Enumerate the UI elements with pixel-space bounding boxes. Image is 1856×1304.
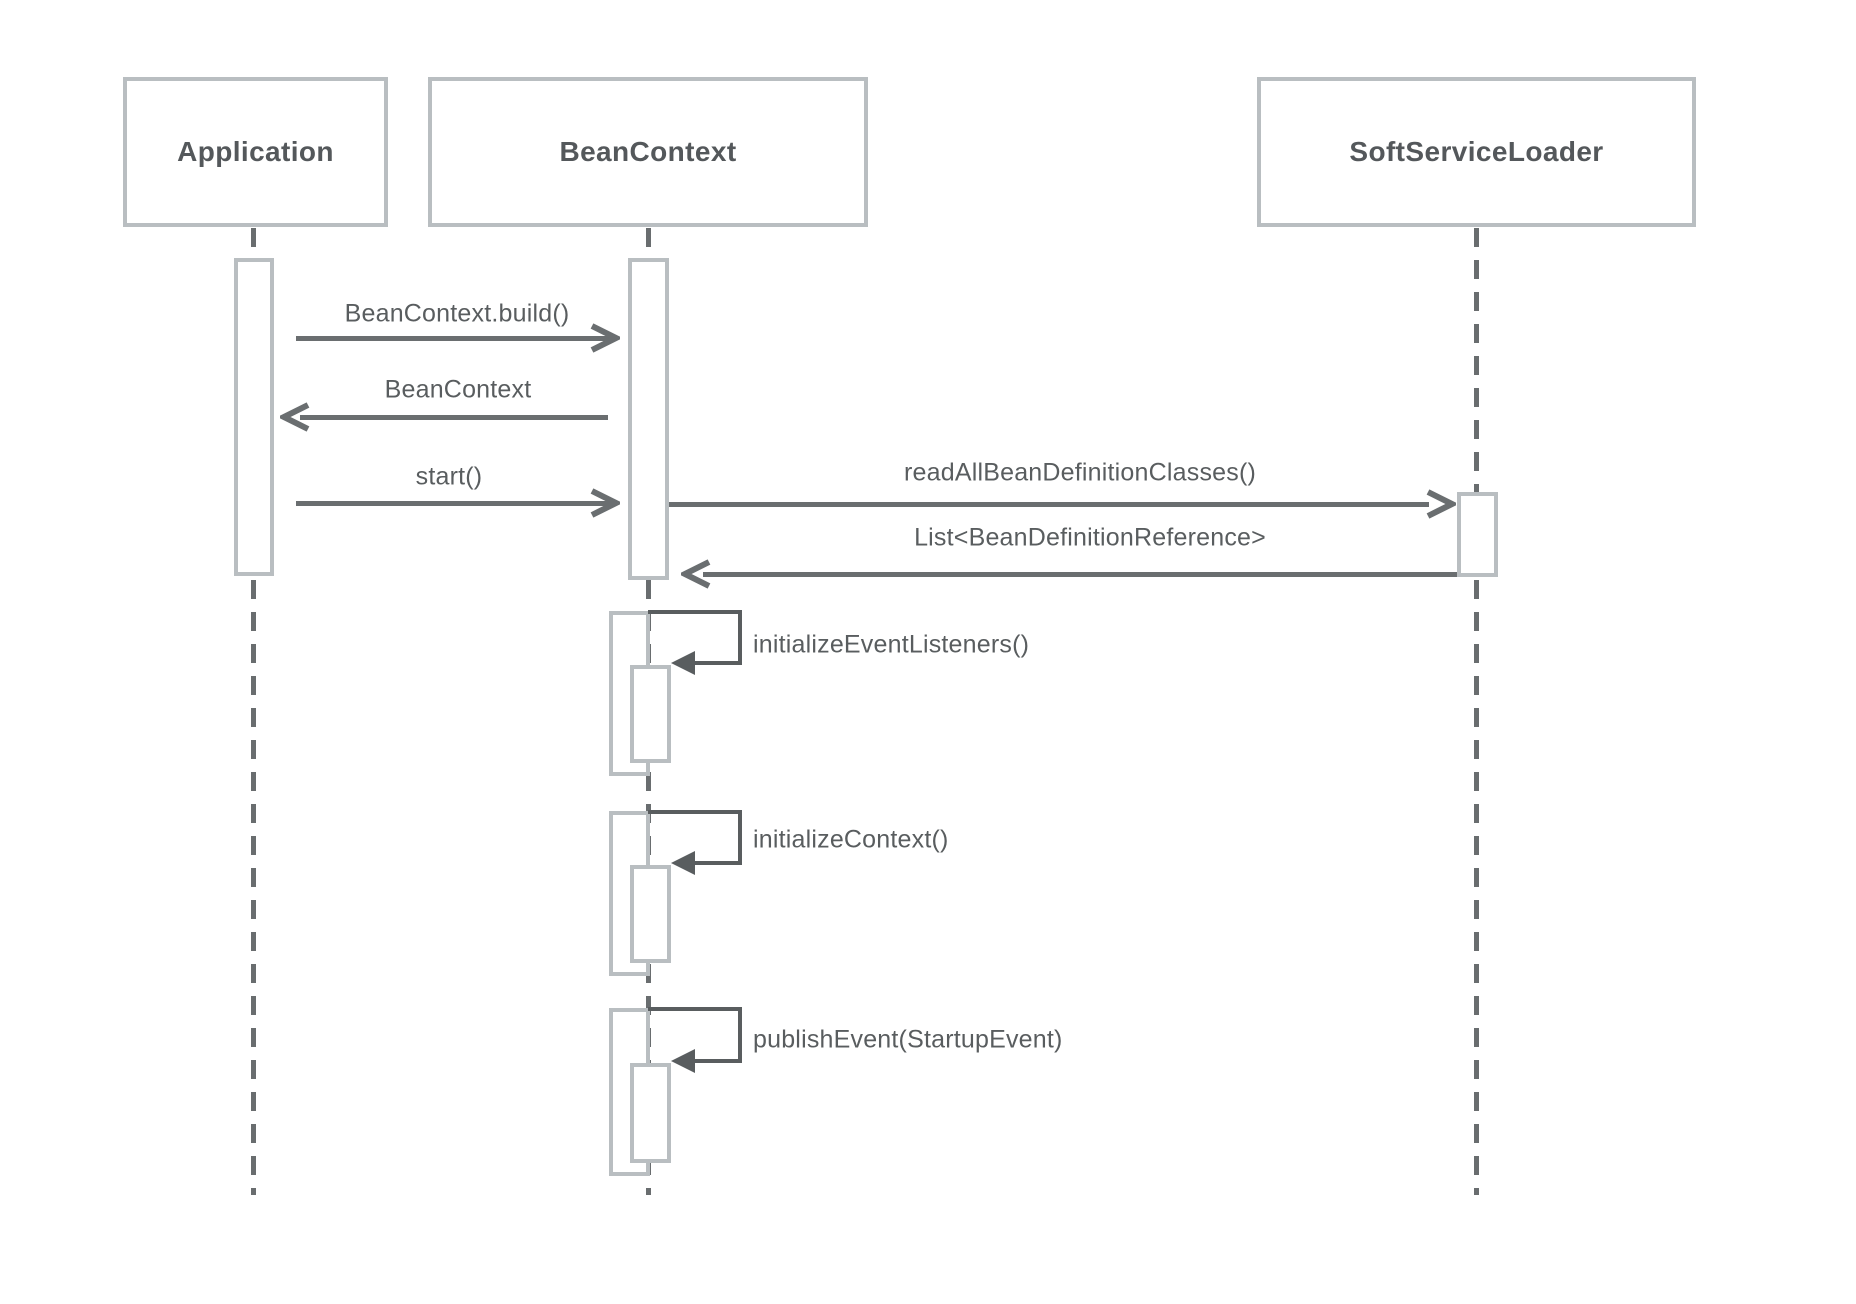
arrowhead-right-icon <box>590 323 620 353</box>
message-line-readall <box>669 502 1429 507</box>
activation-softserviceloader <box>1457 492 1498 577</box>
self-loop-bottom-1 <box>695 661 742 665</box>
self-loop-right-2 <box>738 810 742 865</box>
self-activation-inner-1 <box>630 665 671 763</box>
message-label-readall: readAllBeanDefinitionClasses() <box>904 458 1256 487</box>
message-line-beancontext-return <box>300 415 608 420</box>
actor-box-application: Application <box>123 77 388 227</box>
message-label-start: start() <box>415 462 483 491</box>
self-arrowhead-icon-2 <box>671 851 695 875</box>
self-message-label-2: initializeContext() <box>753 825 949 854</box>
self-message-label-1: initializeEventListeners() <box>753 630 1030 659</box>
activation-application <box>234 258 274 576</box>
self-message-label-3: publishEvent(StartupEvent) <box>753 1025 1063 1054</box>
arrowhead-right-icon <box>1426 489 1456 519</box>
self-loop-right-3 <box>738 1007 742 1063</box>
message-line-start <box>296 501 610 506</box>
lifeline-application <box>251 228 256 1195</box>
message-label-list-return: List<BeanDefinitionReference> <box>914 523 1266 552</box>
self-activation-inner-2 <box>630 865 671 963</box>
arrowhead-right-icon <box>590 488 620 518</box>
self-activation-inner-3 <box>630 1063 671 1163</box>
actor-label-application: Application <box>177 136 334 167</box>
arrowhead-left-icon <box>681 559 711 589</box>
message-label-build: BeanContext.build() <box>344 299 570 328</box>
self-arrowhead-icon-3 <box>671 1049 695 1073</box>
message-line-build <box>296 336 610 341</box>
self-loop-top-3 <box>648 1007 742 1011</box>
message-label-beancontext-return: BeanContext <box>384 375 532 404</box>
lifeline-softserviceloader <box>1474 228 1479 1195</box>
message-line-list-return <box>703 572 1457 577</box>
self-loop-top-2 <box>648 810 742 814</box>
self-loop-bottom-2 <box>695 861 742 865</box>
self-loop-right-1 <box>738 610 742 665</box>
activation-beancontext <box>628 258 669 580</box>
self-loop-bottom-3 <box>695 1059 742 1063</box>
actor-box-softserviceloader: SoftServiceLoader <box>1257 77 1696 227</box>
actor-label-beancontext: BeanContext <box>559 136 737 167</box>
arrowhead-left-icon <box>280 402 310 432</box>
actor-label-softserviceloader: SoftServiceLoader <box>1349 136 1604 167</box>
actor-box-beancontext: BeanContext <box>428 77 868 227</box>
self-arrowhead-icon-1 <box>671 651 695 675</box>
self-loop-top-1 <box>648 610 742 614</box>
